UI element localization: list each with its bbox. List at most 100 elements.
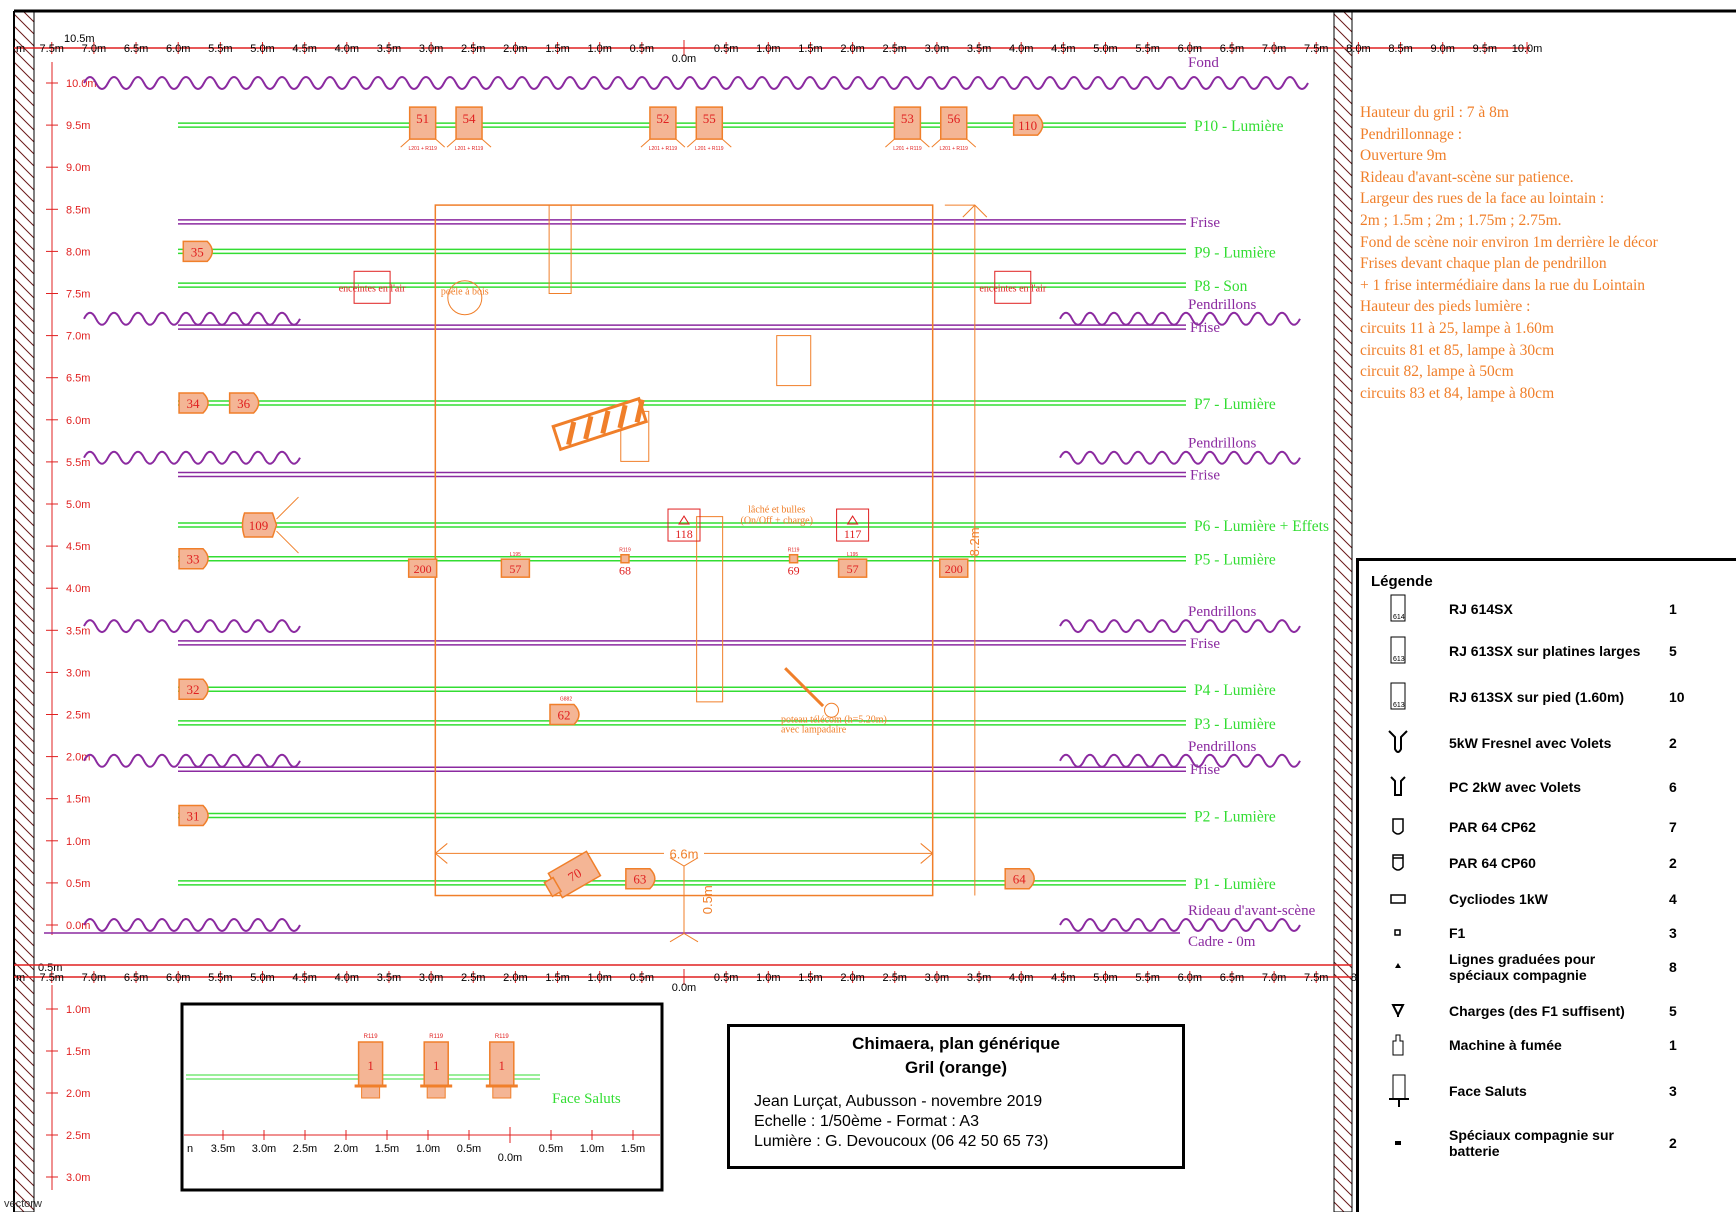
legend-count: 10 xyxy=(1669,689,1685,705)
drape-label: Pendrillons xyxy=(1188,739,1256,755)
drape-wave xyxy=(83,311,301,326)
fixture-gel: L201 + R119 xyxy=(649,146,678,152)
rj614-icon-part xyxy=(1390,594,1406,622)
note-line: circuits 81 et 85, lampe à 30cm xyxy=(1360,341,1555,359)
fixture-shutters xyxy=(686,138,732,148)
drape-label: Fond xyxy=(1188,55,1219,71)
ramp-stripe xyxy=(566,421,577,446)
fixture-number: 55 xyxy=(703,111,716,126)
batten-label: P2 - Lumière xyxy=(1194,809,1276,826)
fixture-gel: L201 + R119 xyxy=(893,146,922,152)
legend-label: PC 2kW avec Volets xyxy=(1449,779,1582,795)
cyc-icon xyxy=(1390,894,1406,904)
tick-label: m xyxy=(16,972,25,984)
drape-line: Pendrillons xyxy=(83,604,1301,634)
fixture: 35 xyxy=(182,240,214,263)
legend-icon-cell: 613 xyxy=(1385,631,1411,671)
fixture-body xyxy=(178,678,209,700)
tick-label: 2.5m xyxy=(883,972,907,984)
tick-label: 6.5m xyxy=(1220,43,1244,55)
fixture-number: 109 xyxy=(249,518,269,533)
frieze-label: Frise xyxy=(1190,320,1220,336)
tick-label: 0.0m xyxy=(672,982,696,994)
fixture-body xyxy=(500,558,531,578)
batten-label: P8 - Son xyxy=(1194,278,1248,295)
note-line: Frises devant chaque plan de pendrillon xyxy=(1360,255,1607,273)
depth-label: 7.5m xyxy=(66,289,90,301)
legend-label: RJ 613SX sur pied (1.60m) xyxy=(1449,689,1625,705)
ramp xyxy=(551,396,649,452)
depth-label: 9.5m xyxy=(66,120,90,132)
ramp-stripe xyxy=(617,404,628,429)
tick-label: 7.0m xyxy=(1262,972,1286,984)
rj614-icon-part: 614 xyxy=(1393,614,1405,621)
tick-label: 3.0m xyxy=(925,43,949,55)
tick-label: 5.0m xyxy=(250,972,274,984)
tick-label: 8.0m xyxy=(1346,43,1370,55)
tick-label: 4.5m xyxy=(1051,43,1075,55)
drape-wave xyxy=(83,450,301,465)
tick-label: 2.5m xyxy=(883,43,907,55)
tick-label: 5.5m xyxy=(208,972,232,984)
drape-label: Rideau d'avant-scène xyxy=(1188,903,1316,919)
depth-label: 2.5m xyxy=(66,710,90,722)
tick-label: 1.5m xyxy=(798,972,822,984)
drape-wave xyxy=(1059,619,1301,634)
fixture-body xyxy=(940,106,968,140)
fresnel-icon xyxy=(1388,730,1408,753)
par62-icon-part xyxy=(1392,818,1404,835)
fixture-number: 200 xyxy=(945,562,963,576)
rj613-icon-part xyxy=(1390,636,1406,664)
legend-icon-cell xyxy=(1385,767,1411,807)
legend-icon-cell xyxy=(1385,913,1411,953)
tick-label: 5.0m xyxy=(1093,972,1117,984)
fixture-gel: R119 xyxy=(619,548,631,554)
stage-outline xyxy=(434,204,934,897)
tick-label: 1.0m xyxy=(587,43,611,55)
legend-label: 5kW Fresnel avec Volets xyxy=(1449,735,1612,751)
rj614-icon: 614 xyxy=(1390,594,1406,622)
legend-icon-cell: 613 xyxy=(1385,677,1411,717)
right-hatch-band xyxy=(1333,11,1353,1212)
tick-label: 2.5m xyxy=(461,972,485,984)
corner-label: 10.5m xyxy=(64,33,95,45)
legend-count: 3 xyxy=(1669,925,1677,941)
note-line: Fond de scène noir environ 1m derrière l… xyxy=(1360,233,1658,251)
drape-wave xyxy=(83,753,301,768)
batt-icon-part xyxy=(1395,1141,1401,1145)
batten-label: P1 - Lumière xyxy=(1194,876,1276,893)
fixture-body xyxy=(625,867,656,890)
stove-symbol xyxy=(447,280,483,316)
legend-count: 8 xyxy=(1669,959,1677,975)
fixture-gel: R119 xyxy=(495,1034,510,1040)
fixture: 110 xyxy=(1012,114,1044,136)
fixture-number: 32 xyxy=(187,682,200,697)
pc-icon-part xyxy=(1390,776,1406,796)
tick-label: 4.0m xyxy=(335,43,359,55)
depth-label: 3.0m xyxy=(66,667,90,679)
depth-label: 8.5m xyxy=(66,204,90,216)
fixture-base xyxy=(426,1085,446,1099)
legend-count: 3 xyxy=(1669,1083,1677,1099)
fixture-frame xyxy=(667,508,701,542)
note-line: + 1 frise intermédiaire dans la rue du L… xyxy=(1360,276,1646,294)
tick-label: 3.0m xyxy=(252,1143,276,1155)
tick-label: 0.5m xyxy=(714,972,738,984)
depth-label: 4.5m xyxy=(66,541,90,553)
legend-count: 1 xyxy=(1669,1037,1677,1053)
fixture-shutters xyxy=(276,496,299,554)
fixture-number: 57 xyxy=(509,562,521,576)
depth-label: 10.0m xyxy=(66,78,97,90)
fixture-body xyxy=(178,547,209,570)
ramp-stripe xyxy=(634,399,645,423)
frieze-label: Frise xyxy=(1190,762,1220,778)
